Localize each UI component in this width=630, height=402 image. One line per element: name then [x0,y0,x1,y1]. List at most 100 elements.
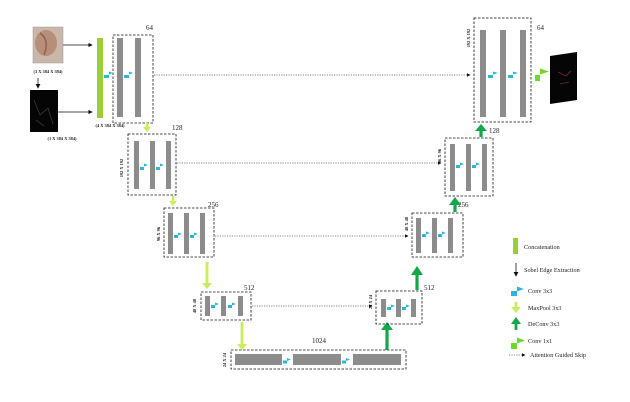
decoder-block-256 [411,212,464,258]
legend-concat-label: Concatenation [524,244,560,251]
encoder-256-spatial: 96 X 96 [156,226,161,241]
feature-map-bar [432,218,437,253]
feature-map-bar [520,30,526,117]
input-rgb-image [32,26,64,64]
feature-map-bar [353,354,401,365]
feature-map-bar [238,296,243,316]
feature-map-bar [381,299,386,317]
maxpool-arrow [240,322,244,345]
legend-conv1x1-label: Conv 1x1 [528,338,552,345]
conv-arrow [488,71,498,78]
encoder-block-256 [163,207,215,258]
output-segmentation-image [550,52,577,104]
conv-arrow [140,163,148,170]
encoder-512-channels: 512 [244,284,255,292]
deconv-arrow [453,203,457,212]
legend-conv-swatch [511,286,524,296]
feature-map-bar [168,213,173,254]
concatenation-bar [97,38,103,118]
legend-sobel-label: Sobel Edge Extraction [524,267,580,274]
conv-arrow [190,232,198,238]
conv-arrow [228,302,236,308]
maxpool-arrow [205,262,209,284]
decoder-block-128 [444,137,494,197]
conv-arrow [104,71,113,78]
maxpool-arrow [145,123,149,128]
feature-map-bar [166,141,171,189]
legend-maxpool-swatch [514,302,518,308]
conv1x1-arrow [535,68,549,81]
feature-map-bar [450,144,455,191]
rgb-input-dimension: (3 X 384 X 384) [33,69,63,74]
encoder-128-spatial: 192 X 192 [119,159,124,178]
legend-conv1x1-swatch [511,337,525,349]
feature-map-bar [482,144,487,191]
feature-map-bar [205,296,210,316]
bottleneck-spatial: 24 X 24 [222,352,227,367]
conv-arrow [456,162,464,168]
decoder-512-channels: 512 [424,284,435,292]
legend-maxpool-label: MaxPool 3x3 [528,305,562,312]
bottleneck-block-1024 [230,349,407,370]
feature-map-bar [184,213,189,254]
feature-map-bar [500,30,506,117]
conv-arrow [211,302,219,308]
encoder-block-128 [127,133,177,196]
encoder-512-spatial: 48 X 48 [192,298,197,313]
encoder-128-channels: 128 [172,124,183,132]
feature-map-bar [200,213,205,254]
legend-skip-label: Attention Guided Skip [530,352,586,359]
conv-arrow [124,71,133,78]
conv-arrow [342,357,350,364]
legend-deconv-label: DeConv 3x3 [528,321,559,328]
encoder-256-channels: 256 [208,201,219,209]
feature-map-bar [221,296,226,316]
feature-map-bar [466,144,471,191]
feature-map-bar [448,218,453,253]
conv-arrow [174,232,182,238]
feature-map-bar [293,354,341,365]
legend-deconv-swatch [514,323,518,330]
feature-map-bar [150,141,155,189]
conv-arrow [422,231,430,237]
conv-arrow [508,71,518,78]
encoder-block-64 [112,34,154,124]
legend-concat-swatch [513,238,518,254]
feature-map-bar [235,354,282,365]
decoder-256-spatial: 48 X 48 [404,216,409,231]
feature-map-bar [396,299,401,317]
decoder-64-spatial: 192 X 192 [466,29,471,48]
decoder-128-channels: 128 [489,127,500,135]
input-sobel-edge-image [30,90,58,132]
feature-map-bar [416,218,421,253]
conv-arrow [156,163,164,170]
feature-map-bar [480,30,486,117]
legend-conv-label: Conv 3x3 [528,288,552,295]
decoder-block-512 [375,290,423,325]
encoder-block-512 [200,291,252,321]
conv-arrow [438,231,446,237]
conv-arrow [283,357,291,364]
deconv-arrow [385,328,389,350]
conv-arrow [387,304,395,310]
feature-map-bar [135,38,141,117]
concat-dimension: (4 X 384 X 384) [95,123,125,128]
sobel-input-dimension: (1 X 384 X 384) [47,136,77,141]
legend: Concatenation Sobel Edge Extraction Conv… [509,238,586,359]
bottleneck-channels: 1024 [312,337,327,345]
feature-map-bar [134,141,139,189]
conv-arrow [402,304,410,310]
decoder-128-spatial: 96 X 96 [437,148,442,163]
deconv-arrow [415,273,419,290]
feature-map-bar [117,38,123,117]
decoder-512-spatial: 24 X 24 [368,294,373,309]
decoder-block-64 [473,17,532,123]
conv-arrow [472,162,480,168]
deconv-arrow [479,130,483,137]
feature-map-bar [411,299,416,317]
decoder-256-channels: 256 [458,201,469,209]
decoder-64-channels: 64 [537,24,545,32]
skip-connections [154,73,471,308]
encoder-64-channels: 64 [146,24,154,32]
